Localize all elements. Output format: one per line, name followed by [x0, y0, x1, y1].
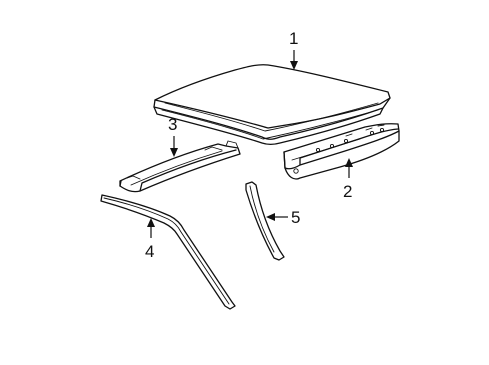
callout-4-label: 4 — [145, 242, 154, 261]
callout-5-label: 5 — [291, 208, 300, 227]
roof-side-rail-weatherstrip — [100, 194, 236, 310]
front-roof-header — [119, 140, 241, 193]
callout-3-label: 3 — [168, 115, 177, 134]
callout-3: 3 — [168, 115, 178, 157]
callout-1: 1 — [289, 29, 298, 70]
callout-2-label: 2 — [343, 182, 352, 201]
pillar-trim — [245, 181, 285, 261]
rear-roof-header — [283, 123, 400, 180]
callout-5: 5 — [266, 208, 300, 227]
callout-4: 4 — [145, 218, 155, 261]
callout-2: 2 — [343, 158, 353, 201]
roof-panel — [153, 64, 391, 146]
callout-1-label: 1 — [289, 29, 298, 48]
